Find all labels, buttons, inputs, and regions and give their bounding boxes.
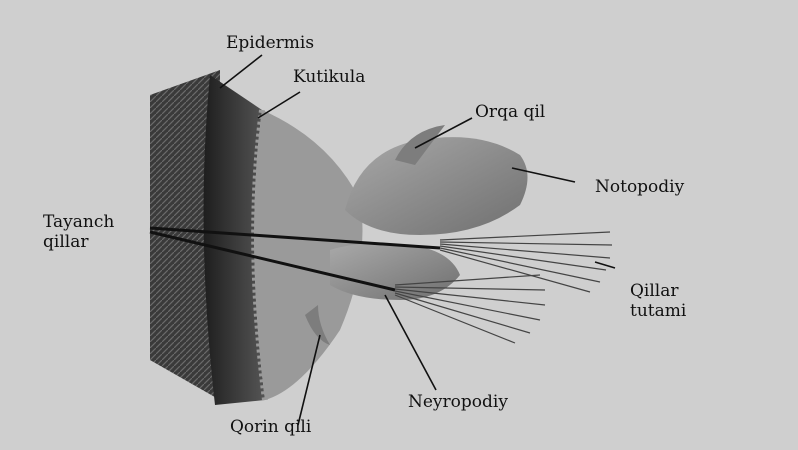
upper-bristle-bundle xyxy=(440,232,612,292)
label-neyropodiy: Neyropodiy xyxy=(408,393,508,413)
label-qillar-tutami: Qillar tutami xyxy=(630,282,686,321)
label-tutami: tutami xyxy=(630,302,686,322)
label-qillar: qillar xyxy=(43,233,114,253)
label-orqa-qil: Orqa qil xyxy=(475,103,545,123)
label-qillar-2: Qillar xyxy=(630,282,686,302)
label-tayanch-qillar: Tayanch qillar xyxy=(43,213,114,252)
label-qorin-qili: Qorin qili xyxy=(230,418,311,438)
label-kutikula: Kutikula xyxy=(293,68,365,88)
label-tayanch: Tayanch xyxy=(43,213,114,233)
notopodium-lobe xyxy=(345,137,528,235)
label-notopodiy: Notopodiy xyxy=(595,178,684,198)
label-epidermis: Epidermis xyxy=(226,34,314,54)
